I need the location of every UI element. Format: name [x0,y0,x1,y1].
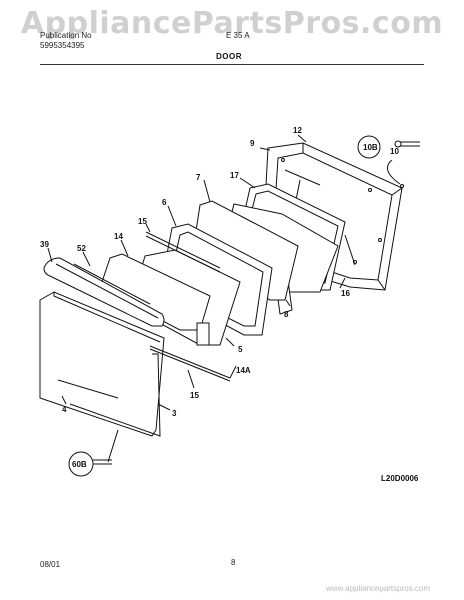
part-bottom-strip [149,345,231,379]
footer-date: 08/01 [40,560,61,569]
callout-60b: 60B [72,460,87,469]
callout-17: 17 [230,171,239,180]
callout-14a: 14A [236,366,251,375]
callout-14: 14 [114,232,123,241]
callout-3: 3 [172,409,177,418]
callout-15-upper: 15 [138,217,147,226]
part-outer-door-panel [39,291,165,437]
callout-4: 4 [62,405,67,414]
callout-8: 8 [284,310,289,319]
leader-lines [47,134,346,411]
publication-number: 5995354395 [40,41,85,50]
callout-12: 12 [293,126,302,135]
part-door-trim [69,353,161,437]
callout-52: 52 [77,244,86,253]
callout-9: 9 [250,139,255,148]
footer-page: 8 [231,558,236,567]
diagram-code: L20D0006 [381,474,419,483]
page-title: DOOR [216,52,242,61]
callout-16: 16 [341,289,350,298]
callout-15-lower: 15 [190,391,199,400]
callout-10b: 10B [363,143,378,152]
header-rule [40,64,424,65]
callout-6: 6 [162,198,167,207]
watermark: AppliancePartsPros.com [20,6,444,41]
model-code: E 35 A [226,31,250,40]
callout-7: 7 [196,173,201,182]
part-upper-channel [145,231,221,269]
part-small-spacer [196,322,210,346]
part-door-handle [43,257,165,327]
callout-10: 10 [390,147,399,156]
callout-5: 5 [238,345,243,354]
screw-10b-callout [357,135,381,159]
callout-39: 39 [40,240,49,249]
footer-watermark: www.appliancepartspros.com [326,584,431,593]
publication-label: Publication No [40,31,92,40]
